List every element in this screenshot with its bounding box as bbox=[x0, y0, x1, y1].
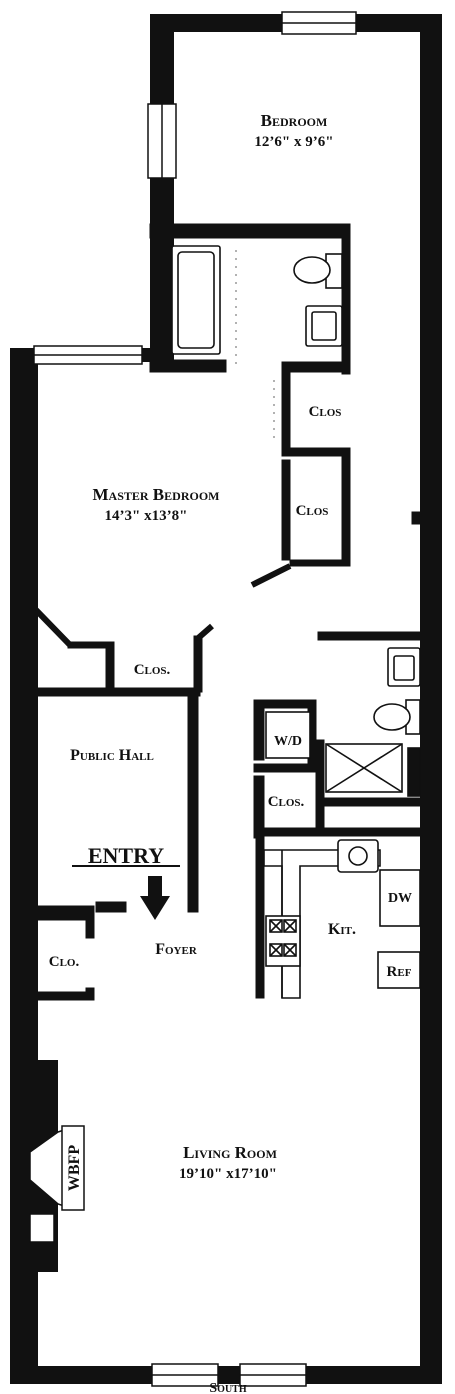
kitchen-fixtures bbox=[263, 711, 421, 999]
living-room-dimensions: 19’10" x17’10" bbox=[179, 1166, 277, 1182]
washer-dryer bbox=[265, 711, 311, 759]
bath2-fixtures bbox=[325, 647, 421, 797]
toilet-2 bbox=[373, 703, 411, 731]
bath1-fixtures bbox=[171, 245, 343, 355]
master-bedroom-dimensions: 14’3" x13’8" bbox=[105, 508, 188, 524]
dishwasher bbox=[379, 869, 421, 927]
entry-arrow bbox=[72, 865, 180, 920]
closet-label-foyer: Clo. bbox=[49, 954, 80, 970]
closet-label-lower: Clos bbox=[296, 503, 329, 519]
toilet-1 bbox=[293, 256, 331, 284]
closet-label-upper: Clos bbox=[309, 404, 342, 420]
entry-label: ENTRY bbox=[88, 843, 164, 868]
bedroom-dimensions: 12’6" x 9’6" bbox=[254, 134, 333, 150]
labels: Bedroom 12’6" x 9’6" Clos Clos Master Be… bbox=[49, 111, 412, 1394]
refrigerator-label: Ref bbox=[387, 964, 412, 980]
living-room-name: Living Room bbox=[183, 1143, 277, 1162]
fireplace bbox=[29, 1125, 85, 1243]
master-bedroom-name: Master Bedroom bbox=[93, 485, 220, 504]
closet-label-bath: Clos. bbox=[268, 794, 305, 810]
orientation-label: South bbox=[209, 1381, 246, 1394]
fireplace-label: WBFP bbox=[66, 1145, 83, 1191]
foyer-name: Foyer bbox=[155, 941, 198, 958]
closet-label-master: Clos. bbox=[134, 662, 171, 678]
dishwasher-label: DW bbox=[388, 891, 412, 906]
bedroom-name: Bedroom bbox=[261, 111, 328, 130]
windows bbox=[33, 11, 357, 1387]
interior-walls bbox=[33, 223, 423, 1001]
door-swings bbox=[235, 250, 275, 444]
public-hall-name: Public Hall bbox=[70, 747, 154, 764]
washer-dryer-label: W/D bbox=[274, 734, 302, 749]
refrigerator bbox=[377, 951, 421, 989]
kitchen-name: Kit. bbox=[328, 921, 356, 938]
